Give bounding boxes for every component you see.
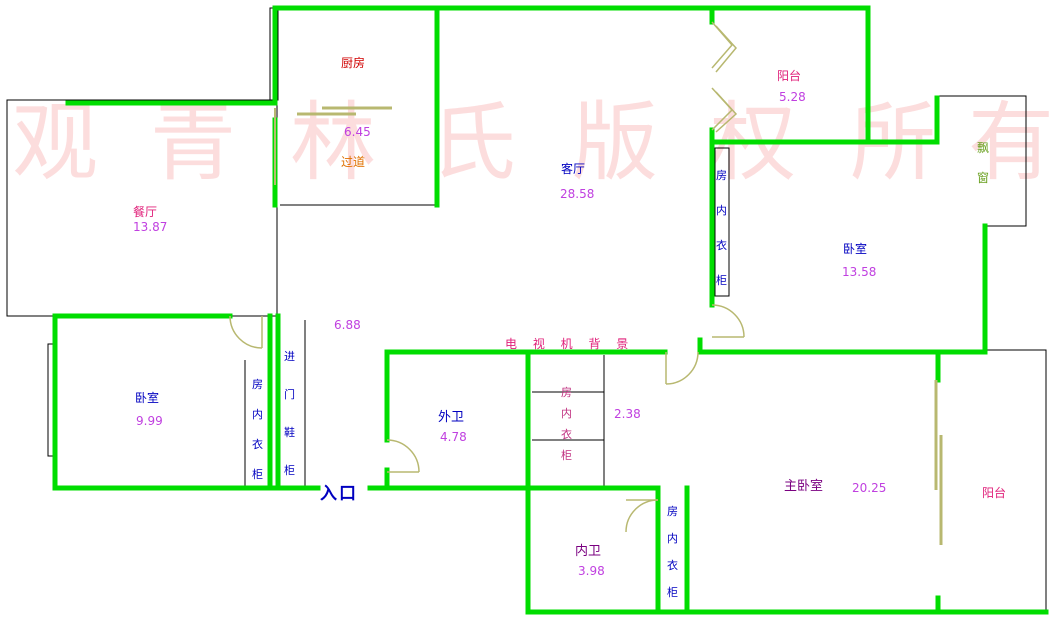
bedroom-e-name: 卧室 <box>843 242 868 256</box>
closet-master-label: 房 内 衣 柜 <box>667 505 678 599</box>
bedroom-w-area: 9.99 <box>136 414 163 428</box>
watermark-char: 氏 <box>430 93 516 193</box>
watermark-char: 有 <box>968 93 1052 193</box>
doors <box>229 21 943 545</box>
door-swing <box>711 304 745 338</box>
watermark-char: 林 <box>290 93 376 193</box>
bath-inner-area: 3.98 <box>578 564 605 578</box>
bay-window-name: 飘 窗 <box>977 141 990 185</box>
kitchen-area: 6.45 <box>344 125 371 139</box>
closet-frame <box>714 147 730 297</box>
corridor-name: 过道 <box>341 155 366 169</box>
watermark-char: 青 <box>150 93 236 193</box>
folding-door <box>711 21 733 69</box>
corridor-area: 2.38 <box>614 407 641 421</box>
bath-outer-name: 外卫 <box>438 410 465 425</box>
kitchen-name: 厨房 <box>341 56 366 70</box>
master-area: 20.25 <box>852 481 887 495</box>
wall-bedroom-e <box>697 223 988 355</box>
balcony-n-name: 阳台 <box>777 69 802 83</box>
bath-inner-name: 内卫 <box>575 544 602 559</box>
walls <box>52 5 1049 615</box>
shoe-cabinet-label: 进 门 鞋 柜 <box>284 350 295 477</box>
hall-area: 6.88 <box>334 318 361 332</box>
balcony-n-area: 5.28 <box>779 90 806 104</box>
entrance-label: 入口 <box>320 484 358 504</box>
door-swing <box>229 315 263 349</box>
folding-door <box>711 87 734 131</box>
closet-mid-label: 房 内 衣 柜 <box>561 386 572 462</box>
wall-bath-outer <box>384 349 668 443</box>
bath-outer-area: 4.78 <box>440 430 467 444</box>
balcony-s-outline <box>940 349 1047 613</box>
wall-north <box>272 5 871 145</box>
bedroom-e-area: 13.58 <box>842 265 877 279</box>
bedroom-w-name: 卧室 <box>135 391 160 405</box>
bay-window-outline <box>935 95 1027 227</box>
door-swing <box>625 499 659 533</box>
master-name: 主卧室 <box>784 479 824 494</box>
closet-w-label: 房 内 衣 柜 <box>252 378 263 481</box>
watermark-char: 观 <box>12 93 98 193</box>
dining-name: 餐厅 <box>133 205 158 219</box>
balcony-s-name: 阳台 <box>982 486 1007 500</box>
watermark-char: 版 <box>572 93 658 193</box>
tv-wall-label: 电 视 机 背 景 <box>505 337 629 351</box>
living-name: 客厅 <box>561 162 586 176</box>
closet-e-label: 房 内 衣 柜 <box>716 169 727 287</box>
door-swing <box>665 351 699 385</box>
dining-area: 13.87 <box>133 220 168 234</box>
living-area: 28.58 <box>560 187 595 201</box>
door-swing <box>386 439 420 473</box>
